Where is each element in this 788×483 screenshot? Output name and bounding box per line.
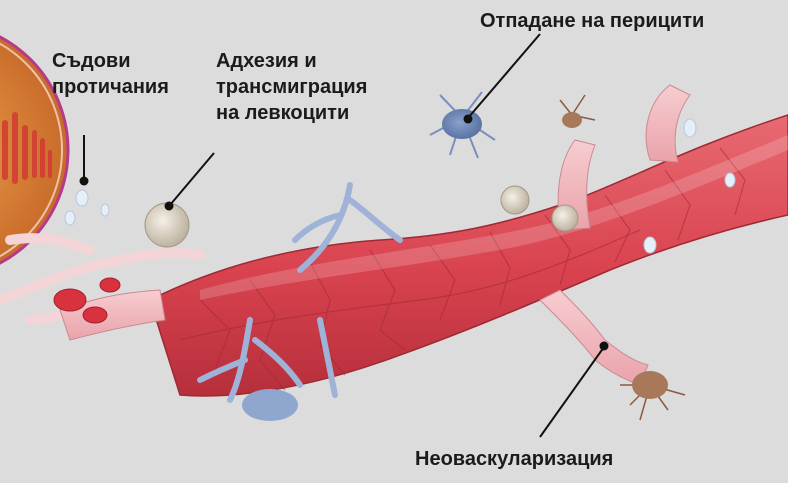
label-leukocyte-adhesion-line1: Адхезия и [216, 48, 367, 74]
detached-pericyte [430, 92, 495, 158]
leader-leukocyte-adhesion [170, 153, 214, 205]
label-pericyte-dropout: Отпадане на перицити [480, 8, 704, 34]
label-leukocyte-adhesion-line2: трансмиграция [216, 74, 367, 100]
leader-pericyte-dropout [468, 34, 540, 118]
label-vascular-leakage-line1: Съдови [52, 48, 169, 74]
label-vascular-leakage-line2: протичания [52, 74, 169, 100]
label-vascular-leakage: Съдови протичания [52, 48, 169, 100]
label-leukocyte-adhesion-line3: на левкоцити [216, 100, 367, 126]
label-neovascularization-text: Неоваскуларизация [415, 446, 613, 472]
pericyte-blue-body [242, 389, 298, 421]
label-leukocyte-adhesion: Адхезия и трансмиграция на левкоцити [216, 48, 367, 126]
leader-neovascularization [540, 347, 604, 437]
label-pericyte-dropout-text: Отпадане на перицити [480, 8, 704, 34]
label-neovascularization: Неоваскуларизация [415, 446, 613, 472]
